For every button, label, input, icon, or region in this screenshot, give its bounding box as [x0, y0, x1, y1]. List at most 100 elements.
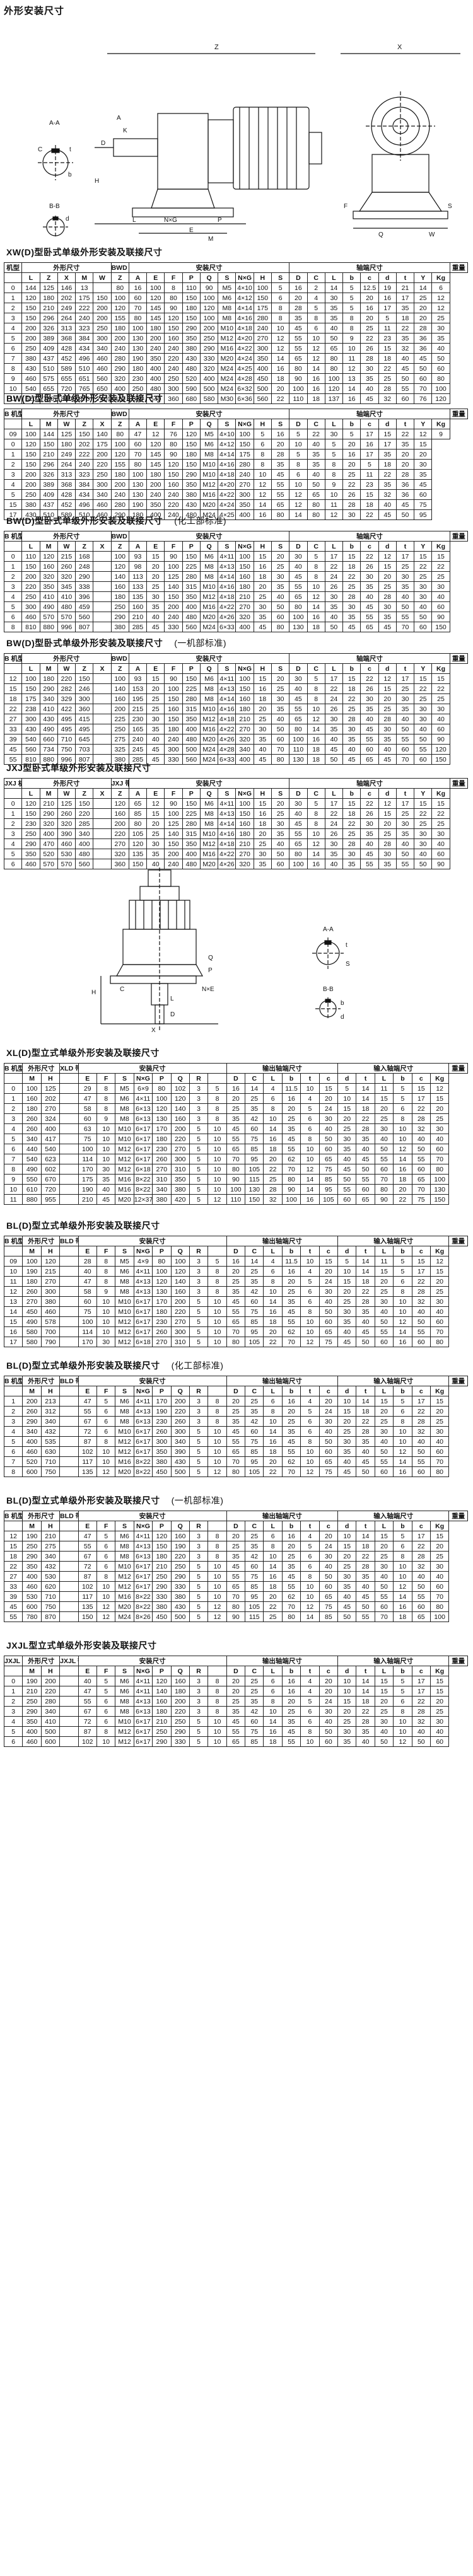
table-cell: M8	[115, 1113, 134, 1124]
table-cell: 12	[3, 1531, 23, 1541]
table-cell: 40	[342, 744, 361, 755]
column-header: t	[356, 1246, 375, 1256]
table-cell: 4×11	[218, 798, 237, 809]
table-cell: 25	[226, 1276, 246, 1287]
table-cell: 300	[40, 1286, 61, 1297]
table-cell: 50	[337, 1611, 357, 1622]
table-cell: 8	[342, 323, 361, 334]
table-cell: 45	[146, 744, 165, 755]
table-cell: 25	[414, 818, 433, 829]
table-cell: 4	[300, 1531, 320, 1541]
table-cell: 500	[253, 383, 272, 394]
table-cell: 114	[78, 1326, 97, 1337]
table-cell: 22	[431, 561, 450, 572]
table-cell: 8	[3, 622, 23, 632]
table-cell: 8	[307, 313, 325, 323]
table-cell: 35	[281, 1426, 301, 1437]
table-cell: 33	[3, 1581, 23, 1592]
table-cell: 20	[429, 1406, 450, 1417]
table-cell: 495	[57, 714, 76, 724]
table-cell: 5	[300, 1406, 320, 1417]
table-cell: 30	[318, 1416, 339, 1427]
table-cell: M10	[115, 1716, 134, 1727]
table-cell: 10	[300, 1154, 320, 1164]
svg-text:L: L	[170, 995, 174, 1002]
table-cell: 90	[281, 1184, 301, 1195]
column-header: H	[253, 541, 272, 552]
table-cell: 60	[374, 1466, 394, 1477]
table-cell: 510	[39, 509, 58, 520]
table-cell: 50	[411, 1144, 431, 1154]
table-cell: 50	[395, 601, 415, 612]
table-cell: 720	[40, 1184, 61, 1195]
table-cell: 260	[57, 561, 76, 572]
table-cell: 4×22	[218, 489, 237, 500]
table-cell: 14	[271, 353, 290, 364]
table-cell: 300	[21, 601, 40, 612]
table-cell: 350	[235, 499, 254, 510]
table-cell: M12	[115, 1337, 134, 1347]
table-cell: 20	[263, 1591, 283, 1602]
table-cell: 452	[57, 499, 76, 510]
vertical-reducer-drawing: H X N×E P Q D L C A-A t S	[0, 865, 473, 1035]
table-cell: 20	[318, 1266, 339, 1277]
column-header: P	[182, 663, 201, 674]
table-cell: 90	[374, 1194, 394, 1205]
table-cell: 380	[21, 499, 40, 510]
table-cell: 1	[3, 449, 23, 460]
table-cell: 15	[374, 1093, 394, 1104]
table-cell: 4×12	[235, 293, 254, 303]
table-cell: 45	[226, 1561, 246, 1572]
group-header: 外形尺寸	[21, 262, 112, 273]
table-cell: 25	[253, 591, 272, 602]
table-cell: 100	[164, 683, 183, 694]
table-cell: 315	[182, 581, 201, 592]
table-cell: 190	[78, 1184, 97, 1195]
table-cell: 270	[253, 333, 272, 344]
table-cell: 4×12	[218, 439, 237, 450]
table-cell: 65	[360, 622, 379, 632]
table-cell: 30	[289, 673, 308, 684]
table-cell: 15	[414, 673, 433, 684]
table-cell: 14	[300, 1611, 320, 1622]
table-cell: 10	[263, 1286, 283, 1297]
svg-text:H: H	[91, 989, 96, 996]
table-cell: 340	[22, 1426, 42, 1437]
table-cell: 45	[289, 323, 308, 334]
table-cell: 40	[337, 1154, 357, 1164]
table-cell: 8	[207, 1696, 227, 1707]
table-cell	[93, 601, 112, 612]
table-cell: 120	[21, 439, 40, 450]
table-cell: 220	[170, 1706, 190, 1717]
table-cell: 21	[395, 282, 415, 293]
table-cell: 480	[75, 849, 94, 859]
table-cell: 30	[318, 1286, 339, 1297]
table-cell: 75	[411, 1194, 431, 1205]
column-header: H	[40, 1666, 61, 1676]
column-header: L	[374, 1246, 394, 1256]
table-cell: 300	[93, 479, 112, 490]
table-cell: 10	[207, 1446, 227, 1457]
table-cell: 90	[289, 373, 308, 384]
table-cell: 310	[152, 1174, 172, 1185]
table-cell: 120	[39, 551, 58, 562]
table-cell: 8	[253, 449, 272, 460]
section-title: JXJL型立式单级外形安装及联接尺寸	[6, 1640, 157, 1651]
table-cell: 17	[411, 1093, 431, 1104]
table-cell: 45	[356, 1456, 375, 1467]
table-cell: 25	[226, 1103, 246, 1114]
table-cell: 98	[128, 561, 148, 572]
table-cell: 5	[189, 1601, 209, 1612]
table-cell: 8	[300, 1726, 320, 1737]
table-cell: 100	[128, 469, 148, 480]
table-cell: M10	[115, 1426, 134, 1437]
table-cell: 250	[110, 724, 129, 734]
table-cell: 260	[22, 1286, 42, 1297]
table-cell: 45	[146, 754, 165, 765]
